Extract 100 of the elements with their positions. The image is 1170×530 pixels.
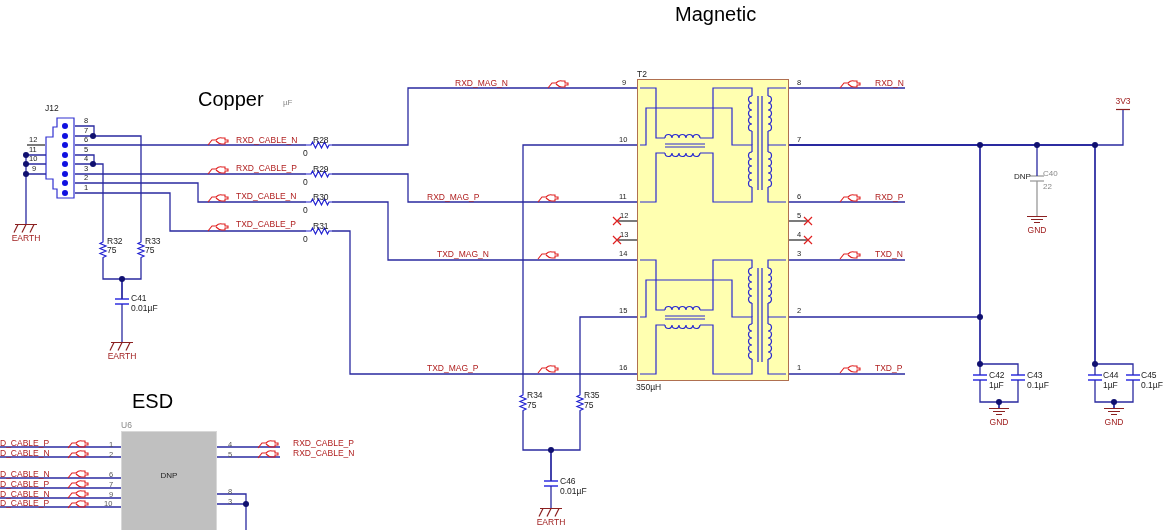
wire: [0, 506, 122, 508]
edge-label: RXD_CABLE_N: [236, 136, 298, 145]
component-value: 0: [303, 178, 308, 187]
resistor-symbol: [136, 239, 146, 259]
wire: [579, 316, 638, 394]
edge-label: RXD_MAG_N: [455, 79, 508, 88]
component-value: 0: [303, 235, 308, 244]
resistor-symbol: [575, 392, 585, 412]
component-value: 0.01µF: [560, 487, 587, 496]
section-heading: Copper: [198, 89, 264, 109]
component-reference: R33: [145, 237, 161, 246]
component-reference: C41: [131, 294, 147, 303]
wire: [216, 456, 281, 458]
component-reference: C42: [989, 371, 1005, 380]
edge-label: RXD_P: [875, 193, 904, 202]
power-label: GND: [1103, 418, 1125, 427]
wire: [550, 485, 552, 509]
wire: [74, 144, 307, 146]
wire: [550, 410, 581, 482]
component-value: 1µF: [1103, 381, 1118, 390]
power-label: GND: [1026, 226, 1048, 235]
component-value: µF: [283, 99, 293, 107]
wire: [331, 87, 638, 146]
wire: [0, 497, 122, 499]
component-value: 0: [303, 149, 308, 158]
capacitor-symbol: [972, 374, 988, 381]
edge-label: TXD_CABLE_P: [236, 220, 296, 229]
edge-label: D_CABLE_P: [0, 499, 50, 508]
component-reference: R34: [527, 391, 543, 400]
component-reference: U6: [121, 421, 132, 430]
component-reference: R31: [313, 222, 329, 231]
component-reference: C46: [560, 477, 576, 486]
edge-label: D_CABLE_P: [0, 439, 50, 448]
power-label: 3V3: [1114, 97, 1132, 106]
component-reference: C43: [1027, 371, 1043, 380]
component-reference: R28: [313, 136, 329, 145]
wire: [216, 446, 281, 448]
component-value: 0: [303, 206, 308, 215]
wire: [331, 230, 638, 375]
wire: [0, 487, 122, 489]
edge-label: D_CABLE_N: [0, 449, 50, 458]
edge-label: TXD_CABLE_N: [236, 192, 297, 201]
edge-label: D_CABLE_N: [0, 490, 50, 499]
wire: [788, 259, 906, 261]
component-value: 75: [145, 246, 155, 255]
capacitor-symbol: [1125, 374, 1141, 381]
wire: [74, 182, 307, 203]
component-reference: C44: [1103, 371, 1119, 380]
wire: [1036, 180, 1038, 217]
component-value: 0.1µF: [1027, 381, 1049, 390]
connector-body: [45, 117, 75, 199]
component-value: 0.01µF: [131, 304, 158, 313]
component-value: 75: [527, 401, 537, 410]
component-reference: T2: [637, 70, 647, 79]
edge-label: RXD_CABLE_P: [236, 164, 297, 173]
capacitor-symbol: [1087, 374, 1103, 381]
component-reference: R30: [313, 193, 329, 202]
ic-package: [121, 431, 217, 530]
edge-label: TXD_P: [875, 364, 903, 373]
edge-label: TXD_MAG_N: [437, 250, 489, 259]
component-value: 1µF: [989, 381, 1004, 390]
edge-label: TXD_MAG_P: [427, 364, 479, 373]
wire: [0, 477, 122, 479]
part-note: DNP: [159, 472, 179, 480]
edge-label: RXD_CABLE_N: [293, 449, 355, 458]
power-label: EARTH: [11, 234, 41, 243]
edge-label: TXD_N: [875, 250, 903, 259]
edge-label: D_CABLE_P: [0, 480, 50, 489]
resistor-symbol: [518, 392, 528, 412]
section-heading: Magnetic: [675, 4, 757, 24]
component-reference: R29: [313, 165, 329, 174]
wire: [998, 379, 1019, 409]
wire: [121, 303, 123, 343]
wire: [1113, 379, 1134, 409]
wire: [74, 192, 307, 232]
wire: [0, 456, 122, 458]
wire: [0, 446, 122, 448]
wire: [788, 201, 906, 203]
power-label: GND: [988, 418, 1010, 427]
wire: [788, 373, 906, 375]
component-value: 22: [1043, 183, 1052, 191]
wire: [74, 173, 307, 175]
power-label: EARTH: [107, 352, 137, 361]
edge-label: RXD_N: [875, 79, 904, 88]
component-reference: R35: [584, 391, 600, 400]
wire: [788, 87, 906, 89]
component-reference: R32: [107, 237, 123, 246]
component-value: 350µH: [636, 383, 662, 392]
wire: [331, 173, 638, 203]
component-value: C40: [1043, 170, 1058, 178]
section-heading: ESD: [132, 391, 174, 411]
capacitor-symbol: [1029, 175, 1045, 182]
wire: [522, 144, 638, 394]
component-value: 75: [584, 401, 594, 410]
resistor-symbol: [98, 239, 108, 259]
wire: [25, 154, 47, 225]
power-label: EARTH: [536, 518, 566, 527]
component-reference: C45: [1141, 371, 1157, 380]
component-note: DNP: [1014, 173, 1031, 181]
component-value: 0.1µF: [1141, 381, 1163, 390]
